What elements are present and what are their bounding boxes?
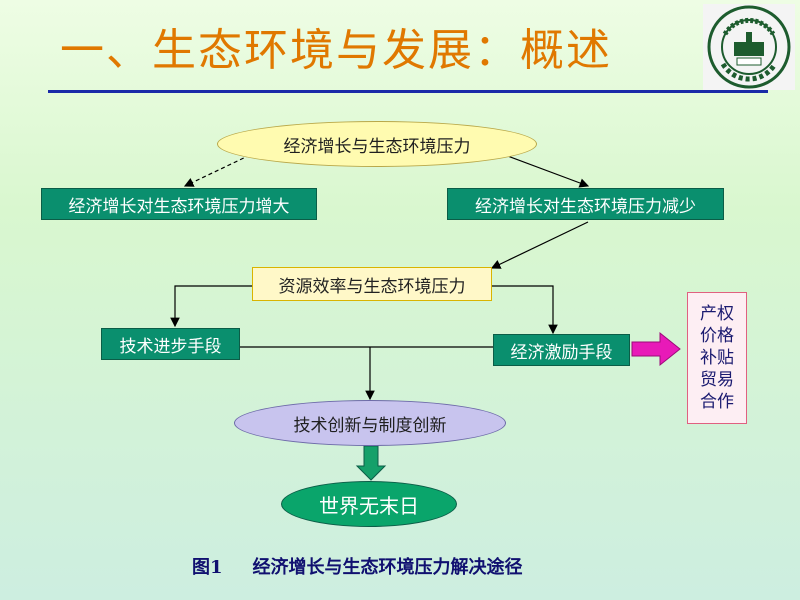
node-economic-growth-pressure: 经济增长与生态环境压力: [217, 121, 537, 167]
tool-item: 产权: [700, 304, 734, 324]
page-title: 一、生态环境与发展：概述: [60, 25, 612, 76]
node-pressure-increase: 经济增长对生态环境压力增大: [41, 188, 317, 220]
arrow-top-to-right: [504, 154, 590, 188]
node-economic-incentive-means: 经济激励手段: [493, 334, 630, 366]
title-divider: [48, 90, 768, 93]
tool-item: 价格: [700, 326, 734, 346]
node-label: 经济增长对生态环境压力减少: [475, 196, 696, 217]
tool-item: 补贴: [700, 348, 734, 368]
node-label: 技术创新与制度创新: [293, 415, 447, 436]
node-world-without-end: 世界无末日: [281, 481, 457, 527]
node-label: 经济增长与生态环境压力: [283, 136, 471, 157]
figure-caption-text: 经济增长与生态环境压力解决途径: [252, 557, 523, 578]
economic-tools-list: 产权 价格 补贴 贸易 合作: [687, 292, 747, 424]
arrow-middle-to-econ: [492, 285, 558, 335]
figure-caption: 图1 经济增长与生态环境压力解决途径: [192, 553, 523, 579]
university-seal-logo: [703, 4, 795, 90]
tool-item: 合作: [700, 392, 734, 412]
node-technology-means: 技术进步手段: [101, 328, 240, 360]
node-label: 资源效率与生态环境压力: [278, 276, 466, 297]
node-label: 经济增长对生态环境压力增大: [68, 196, 290, 217]
node-label: 技术进步手段: [119, 336, 222, 357]
node-label: 世界无末日: [319, 493, 419, 518]
arrow-to-result: [355, 445, 387, 481]
node-innovation: 技术创新与制度创新: [234, 400, 506, 446]
figure-number: 图1: [192, 557, 223, 578]
arrow-right-to-middle: [490, 221, 589, 269]
tool-item: 贸易: [700, 370, 734, 390]
arrow-top-to-left: [183, 154, 251, 187]
arrow-to-tools: [631, 331, 681, 367]
arrow-middle-to-tech: [170, 285, 252, 328]
node-pressure-decrease: 经济增长对生态环境压力减少: [447, 188, 724, 220]
node-label: 经济激励手段: [510, 342, 613, 363]
node-resource-efficiency: 资源效率与生态环境压力: [252, 267, 492, 301]
